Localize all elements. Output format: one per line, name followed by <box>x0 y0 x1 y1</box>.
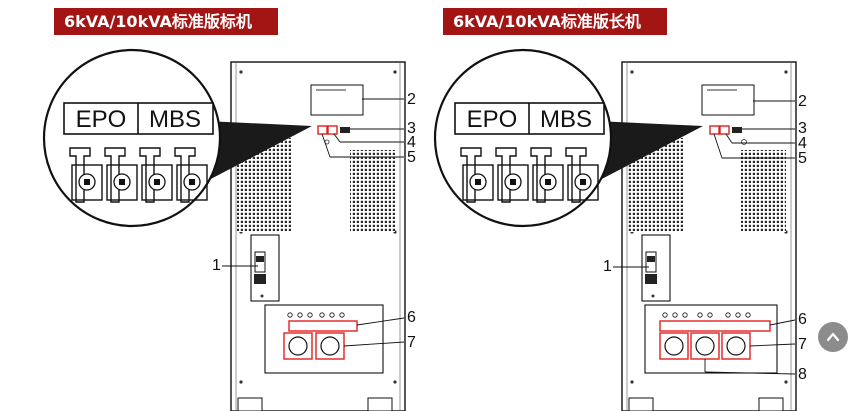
right-zoom-pointer <box>596 121 703 182</box>
right-comm-port <box>732 127 742 133</box>
right-zoom-label-epo: EPO <box>467 106 518 133</box>
right-terminal-highlight <box>659 320 771 332</box>
left-terminal-highlight <box>288 320 358 332</box>
left-callout-3: 3 <box>407 120 416 137</box>
right-callout-6: 6 <box>798 311 807 328</box>
left-callout-1: 1 <box>212 257 221 274</box>
left-unit <box>42 48 406 411</box>
chevron-up-icon <box>826 332 840 342</box>
right-zoom-label-mbs: MBS <box>540 106 592 133</box>
left-zoom-label-epo: EPO <box>76 106 127 133</box>
left-callout-2: 2 <box>407 91 416 108</box>
left-callout-4: 4 <box>407 134 416 151</box>
right-mbs-port-highlight <box>719 125 730 135</box>
left-comm-port <box>340 127 350 133</box>
scroll-top-button[interactable] <box>818 322 848 352</box>
right-callout-7: 7 <box>798 336 807 353</box>
left-zoom-label-mbs: MBS <box>149 106 201 133</box>
right-callout-4: 4 <box>798 135 807 152</box>
right-unit <box>433 48 797 411</box>
right-callout-2: 2 <box>798 93 807 110</box>
right-epo-port-highlight <box>709 125 720 135</box>
right-callout-8: 8 <box>798 366 807 383</box>
right-callout-3: 3 <box>798 120 807 137</box>
left-zoom-pointer <box>205 121 312 182</box>
left-title: 6kVA/10kVA标准版标机 <box>54 8 278 35</box>
left-epo-port-highlight <box>317 125 328 135</box>
left-callout-6: 6 <box>407 309 416 326</box>
left-callout-7: 7 <box>407 334 416 351</box>
left-callout-5: 5 <box>407 149 416 166</box>
left-mbs-port-highlight <box>327 125 338 135</box>
right-callout-5: 5 <box>798 150 807 167</box>
right-callout-1: 1 <box>603 258 612 275</box>
right-title: 6kVA/10kVA标准版长机 <box>443 8 667 35</box>
right-vent-right <box>741 150 786 232</box>
left-vent-right <box>350 150 395 232</box>
